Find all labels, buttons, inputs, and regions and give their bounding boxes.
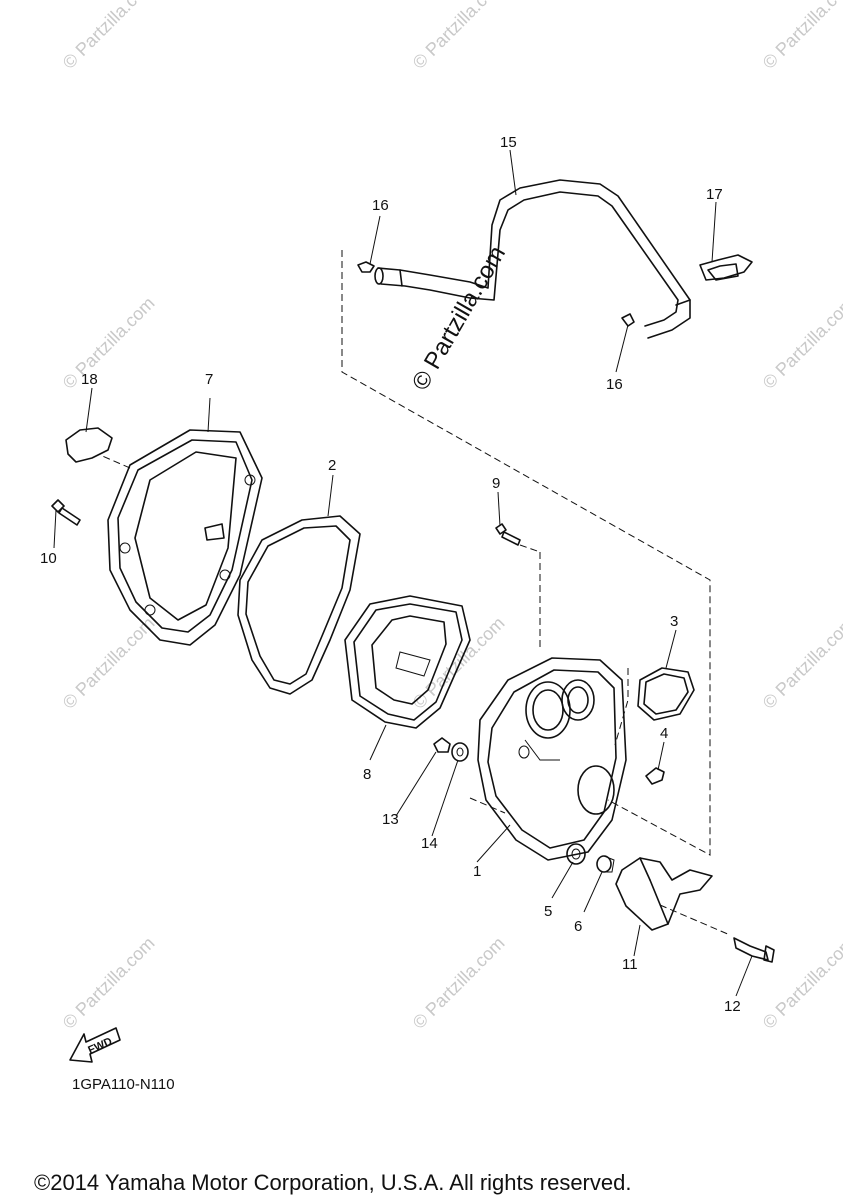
callout-15: 15 bbox=[500, 134, 517, 151]
part-9-screw bbox=[495, 523, 521, 546]
callout-8: 8 bbox=[363, 766, 371, 783]
fwd-arrow-icon: FWD bbox=[69, 1027, 121, 1063]
callout-7: 7 bbox=[205, 371, 213, 388]
callout-13: 13 bbox=[382, 811, 399, 828]
callout-2: 2 bbox=[328, 457, 336, 474]
watermark: © Partzilla.com bbox=[59, 293, 159, 393]
callout-1: 1 bbox=[473, 863, 481, 880]
diagram-code: 1GPA110-N110 bbox=[72, 1076, 175, 1093]
callout-10: 10 bbox=[40, 550, 57, 567]
watermark: © Partzilla.com bbox=[59, 933, 159, 1033]
part-11-bracket bbox=[615, 857, 713, 931]
watermark: © Partzilla.com bbox=[759, 293, 843, 393]
watermark: © Partzilla.com bbox=[759, 0, 843, 73]
part-5-grommet bbox=[566, 843, 586, 865]
assembly-reference-lines bbox=[99, 250, 731, 936]
callout-16b: 16 bbox=[606, 376, 623, 393]
part-2-gasket bbox=[237, 515, 361, 695]
callout-12: 12 bbox=[724, 998, 741, 1015]
callout-17: 17 bbox=[706, 186, 723, 203]
watermark: © Partzilla.com bbox=[759, 613, 843, 713]
watermark: © Partzilla.com bbox=[409, 0, 509, 73]
part-17-hose-holder bbox=[699, 254, 753, 281]
part-14-washer bbox=[451, 742, 469, 762]
watermark-main: © Partzilla.com bbox=[407, 241, 511, 395]
callout-6: 6 bbox=[574, 918, 582, 935]
callout-11: 11 bbox=[622, 956, 638, 973]
callout-5: 5 bbox=[544, 903, 552, 920]
copyright-notice: ©2014 Yamaha Motor Corporation, U.S.A. A… bbox=[34, 1170, 631, 1195]
callout-3: 3 bbox=[670, 613, 678, 630]
fwd-label: FWD bbox=[86, 1036, 114, 1057]
part-6-collar bbox=[596, 855, 615, 873]
callout-labels: 1 2 3 4 5 6 7 8 9 10 11 12 13 14 15 16 1… bbox=[40, 134, 741, 1015]
callout-14: 14 bbox=[421, 835, 438, 852]
part-1-air-cleaner-case bbox=[477, 657, 627, 861]
leader-lines bbox=[53, 149, 753, 997]
callout-4: 4 bbox=[660, 725, 668, 742]
callout-18: 18 bbox=[81, 371, 98, 388]
watermark: © Partzilla.com bbox=[59, 613, 159, 713]
part-3-o-ring bbox=[637, 667, 695, 721]
part-16-clamp bbox=[357, 261, 635, 327]
part-12-bolt bbox=[733, 937, 775, 963]
callout-16a: 16 bbox=[372, 197, 389, 214]
part-15-breather-hose bbox=[374, 179, 691, 339]
watermark: © Partzilla.com bbox=[409, 933, 509, 1033]
part-13-nut bbox=[433, 737, 451, 753]
part-7-case-cover bbox=[107, 429, 263, 646]
part-8-filter-element bbox=[344, 595, 471, 729]
watermark-layer: © Partzilla.com © Partzilla.com © Partzi… bbox=[59, 0, 843, 1033]
watermark: © Partzilla.com bbox=[59, 0, 159, 73]
part-4-clip bbox=[645, 767, 665, 785]
callout-9: 9 bbox=[492, 475, 500, 492]
